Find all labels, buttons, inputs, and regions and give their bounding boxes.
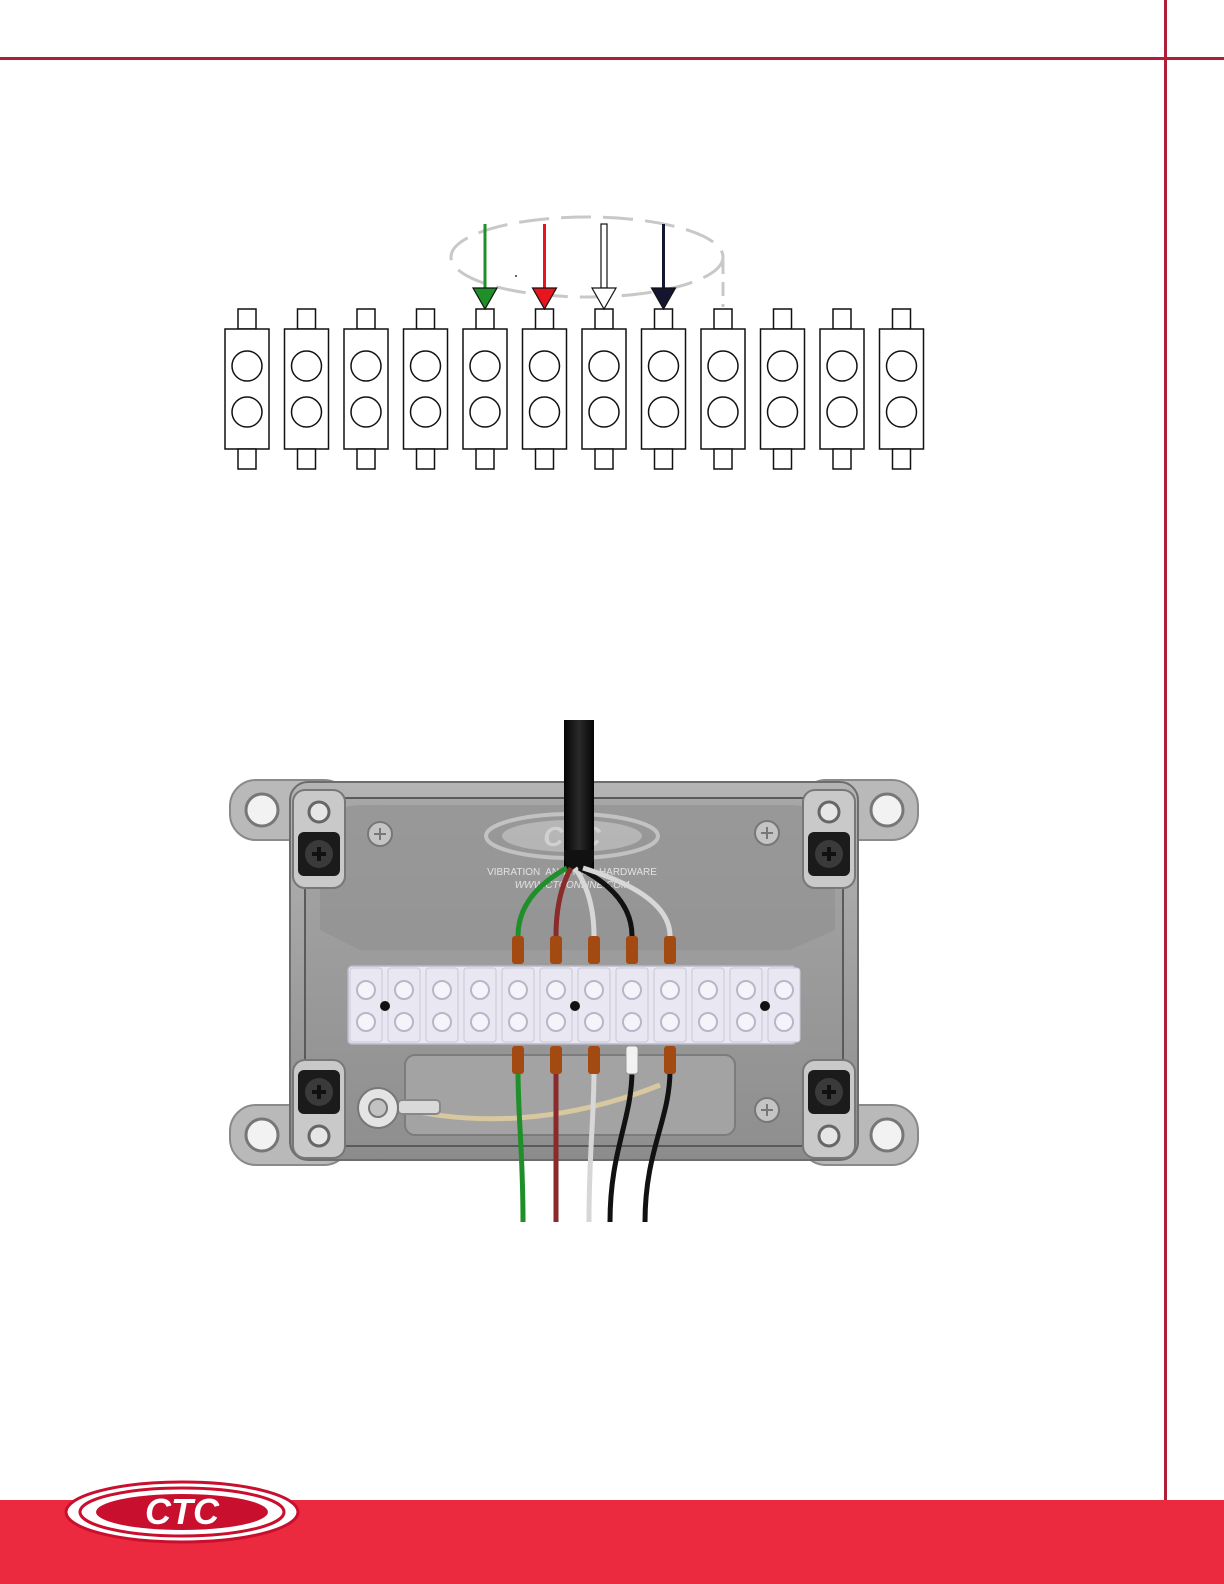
photo-terminal-screw bbox=[509, 1013, 527, 1031]
photo-terminal-screw bbox=[357, 981, 375, 999]
photo-terminal-screw bbox=[395, 1013, 413, 1031]
photo-terminal-screw bbox=[357, 1013, 375, 1031]
photo-terminal-screw bbox=[737, 981, 755, 999]
photo-terminal-screw bbox=[585, 1013, 603, 1031]
cable-jacket bbox=[564, 720, 594, 870]
photo-terminal-screw bbox=[547, 1013, 565, 1031]
photo-terminal-screw bbox=[661, 1013, 679, 1031]
photo-terminal-screw bbox=[471, 1013, 489, 1031]
photo-terminal-screw bbox=[547, 981, 565, 999]
photo-ferrule-bottom bbox=[664, 1046, 676, 1074]
photo-ferrule-top bbox=[512, 936, 524, 964]
lower-recess bbox=[405, 1055, 735, 1135]
photo-terminal-screw bbox=[585, 981, 603, 999]
junction-box-illustration: CTC VIBRATION ANALYSIS HARDWARE WWW.CTCO… bbox=[0, 0, 1224, 1240]
photo-ferrule-bottom bbox=[512, 1046, 524, 1074]
strip-divider-dot bbox=[760, 1001, 770, 1011]
photo-terminal-screw bbox=[661, 981, 679, 999]
photo-ferrule-bottom bbox=[550, 1046, 562, 1074]
photo-terminal-screw bbox=[737, 1013, 755, 1031]
photo-terminal-screw bbox=[395, 981, 413, 999]
photo-ferrule-bottom bbox=[626, 1046, 638, 1074]
photo-terminal-screw bbox=[509, 981, 527, 999]
photo-terminal-screw bbox=[623, 981, 641, 999]
photo-terminal-screw bbox=[471, 981, 489, 999]
footer-logo-text: CTC bbox=[145, 1491, 220, 1532]
photo-ferrule-bottom bbox=[588, 1046, 600, 1074]
photo-terminal-screw bbox=[699, 981, 717, 999]
photo-terminal-screw bbox=[699, 1013, 717, 1031]
photo-ferrule-top bbox=[588, 936, 600, 964]
strip-divider-dot bbox=[380, 1001, 390, 1011]
photo-terminal-screw bbox=[433, 981, 451, 999]
photo-ferrule-top bbox=[550, 936, 562, 964]
strip-divider-dot bbox=[570, 1001, 580, 1011]
photo-terminal-screw bbox=[433, 1013, 451, 1031]
ctc-footer-logo: CTC bbox=[62, 1476, 302, 1546]
photo-terminal-screw bbox=[623, 1013, 641, 1031]
photo-terminal-screw bbox=[775, 981, 793, 999]
photo-terminal-screw bbox=[775, 1013, 793, 1031]
photo-ferrule-top bbox=[664, 936, 676, 964]
photo-ferrule-top bbox=[626, 936, 638, 964]
